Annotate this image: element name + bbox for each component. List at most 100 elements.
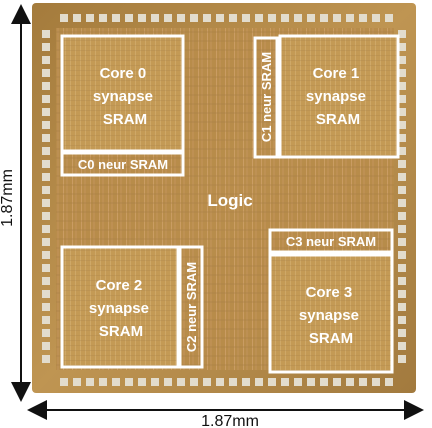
- bond-pad: [125, 378, 133, 386]
- core2-sram-box: [60, 245, 180, 369]
- bond-pad: [281, 378, 289, 386]
- bond-pad: [398, 69, 406, 77]
- bond-pad: [164, 14, 172, 22]
- bond-pad: [42, 56, 50, 64]
- bond-pad: [42, 355, 50, 363]
- core0-label: Core 0 synapse SRAM: [93, 65, 157, 128]
- height-dimension-label: 1.87mm: [0, 169, 16, 227]
- bond-pad: [398, 147, 406, 155]
- c0-neur-sram-box: [60, 151, 185, 177]
- bond-pad: [151, 378, 159, 386]
- bond-pad: [398, 173, 406, 181]
- c2-neur-sram-box: [178, 245, 204, 369]
- bond-pad: [398, 342, 406, 350]
- bond-pad: [60, 378, 68, 386]
- bond-pad: [398, 134, 406, 142]
- bond-pad: [73, 14, 81, 22]
- bond-pad: [42, 225, 50, 233]
- bond-pad: [398, 186, 406, 194]
- bond-pad: [398, 43, 406, 51]
- logic-label: Logic: [207, 191, 252, 210]
- bond-pad: [398, 303, 406, 311]
- bond-pad: [398, 108, 406, 116]
- core1-label: Core 1 synapse SRAM: [306, 65, 370, 128]
- bond-pad: [398, 95, 406, 103]
- bond-pad: [42, 238, 50, 246]
- bond-pad: [86, 378, 94, 386]
- bond-pad: [190, 14, 198, 22]
- bond-pad: [385, 14, 393, 22]
- bond-pad: [398, 199, 406, 207]
- bond-pad: [112, 14, 120, 22]
- c3-neur-sram-box: [268, 228, 394, 254]
- bond-pad: [307, 14, 315, 22]
- bond-pad: [42, 316, 50, 324]
- bond-pad: [398, 277, 406, 285]
- bond-pad: [42, 342, 50, 350]
- bond-pad: [177, 378, 185, 386]
- bond-pad: [294, 378, 302, 386]
- bond-pad: [42, 173, 50, 181]
- bond-pad: [42, 82, 50, 90]
- bond-pad: [190, 378, 198, 386]
- bond-pad: [333, 378, 341, 386]
- bond-pad: [86, 14, 94, 22]
- bond-pad: [398, 160, 406, 168]
- c1-neur-sram-box: [253, 36, 279, 159]
- core3-label: Core 3 synapse SRAM: [299, 284, 363, 347]
- bond-pad: [42, 108, 50, 116]
- bond-pad: [359, 14, 367, 22]
- bond-pad: [125, 14, 133, 22]
- bond-pad: [42, 147, 50, 155]
- bond-pad: [177, 14, 185, 22]
- c0-neur-sram-label: C0 neur SRAM: [78, 157, 168, 172]
- bond-pad: [42, 199, 50, 207]
- bond-pad: [42, 160, 50, 168]
- bond-pad: [320, 14, 328, 22]
- bond-pad: [42, 212, 50, 220]
- bond-pad: [42, 30, 50, 38]
- bond-pad: [346, 378, 354, 386]
- bond-pads: [42, 14, 406, 386]
- bond-pad: [42, 329, 50, 337]
- bond-pad: [398, 82, 406, 90]
- bond-pad: [42, 264, 50, 272]
- core0-sram-box: [60, 34, 185, 153]
- core1-sram-fill: [280, 36, 398, 157]
- bond-pad: [216, 378, 224, 386]
- bond-pad: [42, 186, 50, 194]
- bond-pad: [42, 303, 50, 311]
- bond-pad: [42, 69, 50, 77]
- bond-pad: [268, 14, 276, 22]
- bond-pad: [138, 378, 146, 386]
- c1-neur-sram-label: C1 neur SRAM: [259, 52, 274, 142]
- bond-pad: [203, 14, 211, 22]
- bond-pad: [73, 378, 81, 386]
- width-dimension-label: 1.87mm: [201, 413, 259, 428]
- core0-sram-fill: [62, 36, 183, 151]
- bond-pad: [42, 43, 50, 51]
- bond-pad: [398, 355, 406, 363]
- bond-pad: [294, 14, 302, 22]
- bond-pad: [112, 378, 120, 386]
- bond-pad: [203, 378, 211, 386]
- bond-pad: [372, 378, 380, 386]
- bond-pad: [281, 14, 289, 22]
- bond-pad: [346, 14, 354, 22]
- bond-pad: [333, 14, 341, 22]
- bond-pad: [307, 378, 315, 386]
- bond-pad: [42, 121, 50, 129]
- bond-pad: [42, 134, 50, 142]
- bond-pad: [398, 251, 406, 259]
- bond-pad: [398, 264, 406, 272]
- bond-pad: [398, 238, 406, 246]
- bond-pad: [398, 290, 406, 298]
- bond-pad: [42, 95, 50, 103]
- bond-pad: [99, 378, 107, 386]
- c2-neur-sram-label: C2 neur SRAM: [184, 262, 199, 352]
- core3-sram-box: [268, 253, 394, 374]
- core3-sram-fill: [270, 255, 392, 372]
- bond-pad: [216, 14, 224, 22]
- bond-pad: [372, 14, 380, 22]
